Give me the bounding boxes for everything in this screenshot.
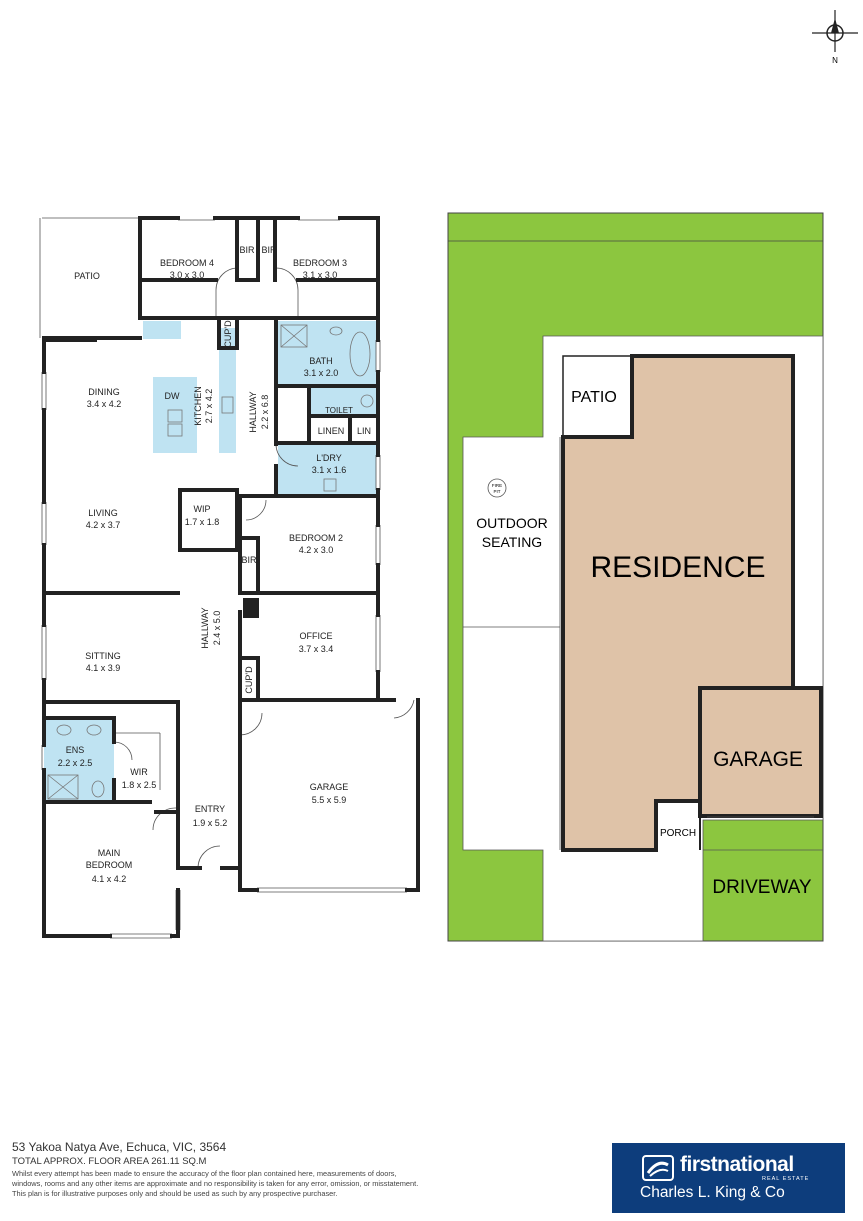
site-outdoor-label-1: OUTDOOR — [476, 515, 548, 531]
dw-label: DW — [165, 391, 180, 401]
fire-pit-icon — [487, 478, 507, 498]
disclaimer-line-3: This plan is for illustrative purposes o… — [12, 1189, 338, 1198]
room-mainbed-name-2: BEDROOM — [86, 860, 133, 870]
room-dining-name: DINING — [88, 387, 120, 397]
fire-pit-label-2: PIT — [493, 489, 500, 494]
compass-icon: N — [812, 10, 858, 65]
room-bed3-name: BEDROOM 3 — [293, 258, 347, 268]
room-bath-size: 3.1 x 2.0 — [304, 368, 339, 378]
room-wip-size: 1.7 x 1.8 — [185, 517, 220, 527]
site-patio-label: PATIO — [571, 389, 617, 406]
room-patio-name: PATIO — [74, 271, 100, 281]
site-outdoor-label-2: SEATING — [482, 534, 542, 550]
hallway1-size: 2.2 x 6.8 — [260, 395, 270, 430]
site-plan: FIRE PIT PATIO OUTDOOR SEATING RESIDENCE… — [447, 212, 824, 942]
fire-pit-label-1: FIRE — [492, 483, 502, 488]
linen-label: LINEN — [318, 426, 345, 436]
hallway2-name: HALLWAY — [200, 607, 210, 648]
agency-logo: firstnational REAL ESTATE Charles L. Kin… — [612, 1143, 845, 1213]
room-sitting-name: SITTING — [85, 651, 121, 661]
floor-area: TOTAL APPROX. FLOOR AREA 261.11 SQ.M — [12, 1156, 207, 1167]
room-labels: PATIO BEDROOM 4 3.0 x 3.0 BEDROOM 3 3.1 … — [58, 245, 371, 884]
logo-sub: REAL ESTATE — [762, 1176, 810, 1182]
bir-label-1: BIR — [239, 245, 255, 255]
compass-north-label: N — [832, 56, 838, 65]
room-living-size: 4.2 x 3.7 — [86, 520, 121, 530]
logo-brand: firstnational — [680, 1153, 794, 1176]
room-office-name: OFFICE — [300, 631, 333, 641]
room-dining-size: 3.4 x 4.2 — [87, 399, 122, 409]
cupd-label-2: CUP'D — [244, 666, 254, 694]
hallway1-name: HALLWAY — [248, 391, 258, 432]
toilet-label: TOILET — [325, 406, 353, 415]
kitchen-name: KITCHEN — [193, 386, 203, 426]
hallway2-size: 2.4 x 5.0 — [212, 611, 222, 646]
disclaimer-line-2: windows, rooms and any other items are a… — [12, 1179, 419, 1188]
room-bed2-name: BEDROOM 2 — [289, 533, 343, 543]
room-bed4-name: BEDROOM 4 — [160, 258, 214, 268]
room-wir-size: 1.8 x 2.5 — [122, 780, 157, 790]
address: 53 Yakoa Natya Ave, Echuca, VIC, 3564 — [12, 1140, 227, 1154]
room-ens-name: ENS — [66, 745, 85, 755]
room-office-size: 3.7 x 3.4 — [299, 644, 334, 654]
room-bath-name: BATH — [309, 356, 332, 366]
room-wip-name: WIP — [194, 504, 211, 514]
site-garage — [698, 686, 823, 818]
room-wir-name: WIR — [130, 767, 148, 777]
room-bed3-size: 3.1 x 3.0 — [303, 270, 338, 280]
vertical-labels: CUP'D CUP'D KITCHEN 2.7 x 4.2 HALLWAY 2.… — [193, 320, 270, 694]
room-laundry-size: 3.1 x 1.6 — [312, 465, 347, 475]
kitchen-size: 2.7 x 4.2 — [204, 389, 214, 424]
logo-mark-icon — [642, 1155, 674, 1181]
cupd-label-1: CUP'D — [223, 320, 233, 348]
site-garage-label: GARAGE — [713, 748, 803, 771]
bir-label-3: BIR — [241, 555, 257, 565]
site-driveway-label: DRIVEWAY — [712, 877, 812, 898]
lin-label: LIN — [357, 426, 371, 436]
room-living-name: LIVING — [88, 508, 118, 518]
site-porch-label: PORCH — [660, 828, 696, 839]
logo-agent: Charles L. King & Co — [640, 1184, 785, 1201]
room-sitting-size: 4.1 x 3.9 — [86, 663, 121, 673]
room-laundry-name: L'DRY — [316, 453, 342, 463]
room-garage-size: 5.5 x 5.9 — [312, 795, 347, 805]
disclaimer-line-1: Whilst every attempt has been made to en… — [12, 1169, 397, 1178]
fixtures — [47, 324, 374, 800]
walls — [42, 216, 420, 938]
room-bed2-size: 4.2 x 3.0 — [299, 545, 334, 555]
room-mainbed-name-1: MAIN — [98, 848, 121, 858]
site-residence-label: RESIDENCE — [590, 551, 765, 584]
room-ens-size: 2.2 x 2.5 — [58, 758, 93, 768]
room-bed4-size: 3.0 x 3.0 — [170, 270, 205, 280]
room-mainbed-size: 4.1 x 4.2 — [92, 874, 127, 884]
room-entry-name: ENTRY — [195, 804, 225, 814]
bir-label-2: BIR — [261, 245, 277, 255]
room-garage-name: GARAGE — [310, 782, 349, 792]
room-entry-size: 1.9 x 5.2 — [193, 818, 228, 828]
footer: 53 Yakoa Natya Ave, Echuca, VIC, 3564 TO… — [12, 1140, 602, 1199]
